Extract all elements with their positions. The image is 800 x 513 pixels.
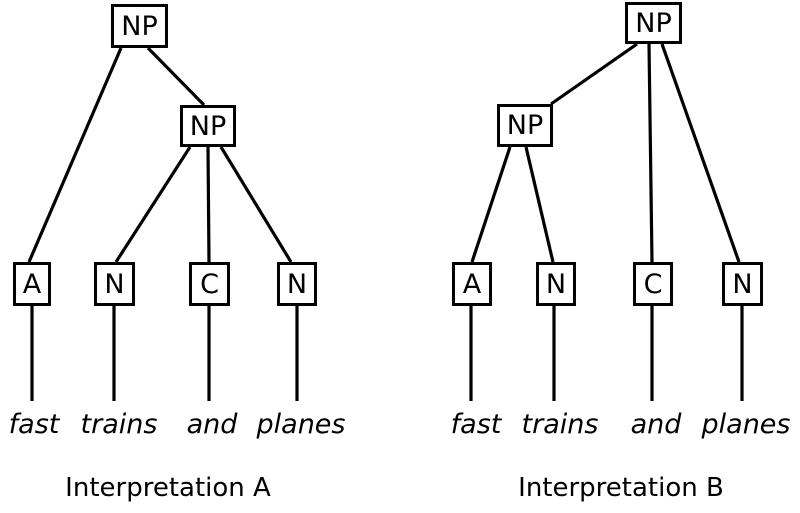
tree-a-word-planes: planes: [256, 409, 346, 440]
tree-a-edge-inner-to-n1: [114, 146, 192, 263]
tree-b-leaf-a-node: A: [452, 262, 492, 306]
tree-b-word-trains: trains: [521, 409, 599, 440]
tree-a-leaf-c-node: C: [189, 262, 230, 306]
tree-a-word-trains: trains: [80, 409, 158, 440]
tree-a-caption: Interpretation A: [65, 473, 271, 503]
tree-b-edge-root-to-n2: [660, 43, 741, 263]
tree-a-leaf-a-node: A: [13, 262, 51, 306]
tree-b-edge-root-to-c: [647, 43, 654, 263]
tree-a-edge-root-to-a: [27, 47, 123, 263]
tree-a-word-fast: fast: [8, 409, 60, 440]
tree-b-leaf-c-node: C: [633, 262, 673, 306]
tree-b-inner-np-node: NP: [497, 104, 553, 147]
tree-a-root-np-node: NP: [111, 4, 168, 48]
tree-a-leaf-n1-node: N: [94, 262, 135, 306]
tree-b-word-fast: fast: [450, 409, 502, 440]
tree-a-edge-inner-to-n2: [219, 146, 293, 263]
tree-b-edge-root-to-innernp: [550, 42, 638, 106]
tree-b-word-and: and: [630, 409, 682, 440]
tree-a-leaf-n2-node: N: [277, 262, 317, 306]
tree-a-inner-np-node: NP: [180, 105, 236, 147]
tree-b-word-planes: planes: [701, 409, 791, 440]
tree-b-root-np-node: NP: [625, 2, 682, 44]
tree-a-word-and: and: [186, 409, 238, 440]
tree-b-edge-inner-to-n1: [524, 146, 555, 263]
tree-b-caption: Interpretation B: [518, 473, 724, 503]
tree-b-edge-inner-to-a: [470, 146, 512, 263]
tree-a-edge-root-to-innernp: [146, 46, 206, 107]
tree-b-leaf-n1-node: N: [536, 262, 576, 306]
tree-b-leaf-n2-node: N: [722, 262, 763, 306]
tree-a-edge-inner-to-c: [206, 146, 211, 263]
